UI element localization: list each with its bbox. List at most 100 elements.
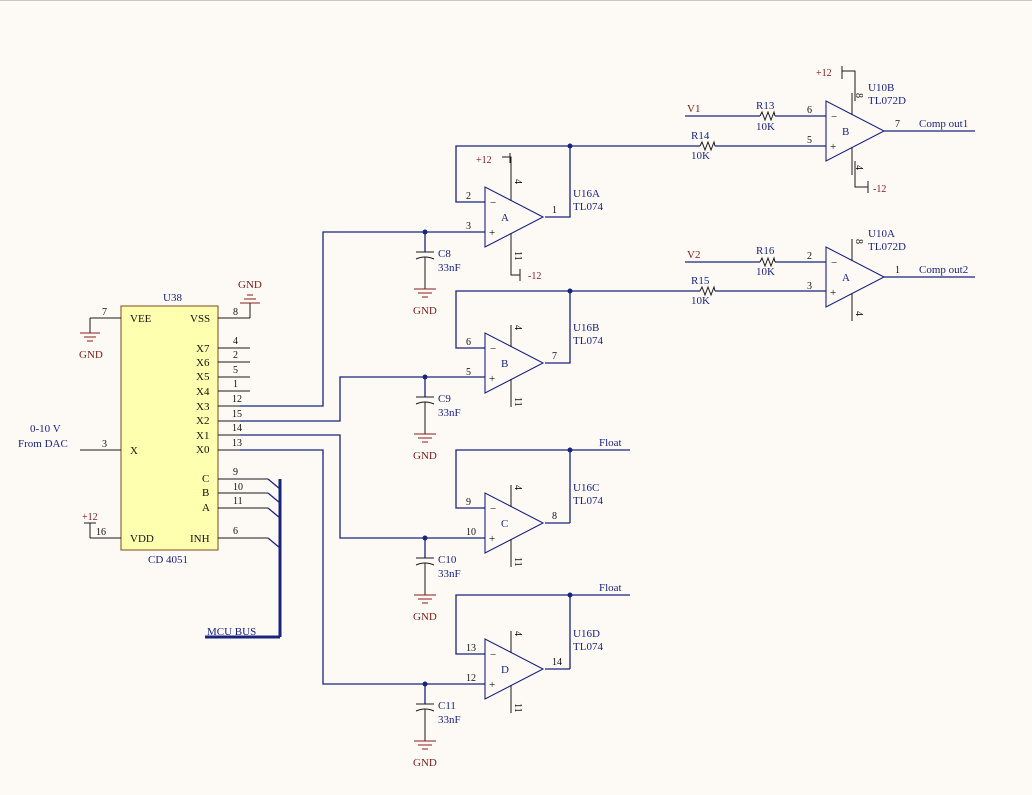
noninv-sign: + xyxy=(830,287,836,299)
resistor-r14[interactable] xyxy=(699,140,716,152)
input-label-2: From DAC xyxy=(18,438,68,450)
pin-supply-top: 4 xyxy=(512,485,523,490)
cap-ref: C9 xyxy=(438,393,451,405)
pin-b: B xyxy=(202,487,209,499)
mux-ref: U38 xyxy=(163,292,182,304)
resistor-r15[interactable] xyxy=(699,285,716,297)
cap-val: 33nF xyxy=(438,407,461,419)
noninv-sign: + xyxy=(489,373,495,385)
inv-sign: − xyxy=(490,197,496,209)
pin-inh: INH xyxy=(190,533,210,545)
r16-val: 10K xyxy=(756,266,775,278)
pin-supply-top: 8 xyxy=(853,239,864,244)
pin-out: 14 xyxy=(552,657,562,668)
capacitor-c10[interactable]: C10 33nF GND xyxy=(413,535,461,624)
opamp-ref: U16B xyxy=(573,322,599,334)
pin-out: 8 xyxy=(552,511,557,522)
r16-ref: R16 xyxy=(756,245,775,257)
pinnum-c: 9 xyxy=(233,467,238,478)
pin-supply-top: 4 xyxy=(512,179,523,184)
opamp-unit: A xyxy=(501,212,509,224)
pin-inv: 2 xyxy=(466,191,471,202)
p12-u16: +12 xyxy=(476,155,492,166)
opamp-unit: C xyxy=(501,518,508,530)
inv-sign: − xyxy=(490,503,496,515)
pinnum-b: 10 xyxy=(233,482,243,493)
v2-label: V2 xyxy=(687,249,700,261)
r14-val: 10K xyxy=(691,150,710,162)
gnd-symbol xyxy=(240,294,260,304)
mcu-bus[interactable]: MCU BUS xyxy=(205,478,282,639)
pinnum-x7: 4 xyxy=(233,336,238,347)
v1-label: V1 xyxy=(687,103,700,115)
gnd-label: GND xyxy=(413,305,437,317)
out2-label: Comp out2 xyxy=(919,264,968,276)
inv-sign: − xyxy=(490,649,496,661)
inv-sign: − xyxy=(831,111,837,123)
mcu-bus-label: MCU BUS xyxy=(207,626,256,638)
r15-val: 10K xyxy=(691,295,710,307)
r13-val: 10K xyxy=(756,121,775,133)
pin-noninv: 5 xyxy=(807,135,812,146)
float-label-1: Float xyxy=(599,437,622,449)
pin-x4: X4 xyxy=(196,386,210,398)
resistor-r16[interactable] xyxy=(759,256,776,268)
opamp-ref: U16A xyxy=(573,188,600,200)
noninv-sign: + xyxy=(489,533,495,545)
pin-vss: VSS xyxy=(190,313,210,325)
p12-label: +12 xyxy=(82,512,98,523)
pin-inv: 6 xyxy=(466,337,471,348)
opamp-part: TL074 xyxy=(573,641,603,653)
gnd-label: GND xyxy=(413,757,437,769)
pin-x6: X6 xyxy=(196,357,210,369)
pin-x7: X7 xyxy=(196,343,210,355)
cap-val: 33nF xyxy=(438,262,461,274)
pin-inv: 9 xyxy=(466,497,471,508)
r15-ref: R15 xyxy=(691,275,710,287)
input-label-1: 0-10 V xyxy=(30,423,61,435)
pin-out: 7 xyxy=(552,351,557,362)
r13-ref: R13 xyxy=(756,100,775,112)
pinnum-x: 3 xyxy=(102,439,107,450)
opamp-part: TL074 xyxy=(573,335,603,347)
out1-label: Comp out1 xyxy=(919,118,968,130)
opamp-unit: D xyxy=(501,664,509,676)
opamp-part: TL072D xyxy=(868,95,906,107)
cap-val: 33nF xyxy=(438,568,461,580)
opamp-part: TL074 xyxy=(573,201,603,213)
pin-x0: X0 xyxy=(196,444,210,456)
pinnum-vee: 7 xyxy=(102,307,107,318)
cap-ref: C11 xyxy=(438,700,456,712)
pin-supply-bot: 11 xyxy=(512,397,523,407)
opamp-part: TL072D xyxy=(868,241,906,253)
gnd-symbol xyxy=(80,332,100,342)
cap-ref: C10 xyxy=(438,554,457,566)
pin-a: A xyxy=(202,502,210,514)
mux-u38[interactable]: U38 CD 4051 VEE X VDD VSS X7 X6 X5 X4 X3… xyxy=(120,292,219,566)
pin-vdd: VDD xyxy=(130,533,154,545)
gnd-label: GND xyxy=(413,450,437,462)
resistor-r13[interactable] xyxy=(759,110,776,122)
pinnum-x2: 15 xyxy=(232,409,242,420)
pin-supply-bot: 4 xyxy=(853,311,864,316)
noninv-sign: + xyxy=(830,141,836,153)
opamp-ref: U16D xyxy=(573,628,600,640)
pinnum-x5: 5 xyxy=(233,365,238,376)
capacitor-c9[interactable]: C9 33nF GND xyxy=(413,374,461,463)
pin-supply-bot: 11 xyxy=(512,251,523,261)
float-label-2: Float xyxy=(599,582,622,594)
opamp-ref: U16C xyxy=(573,482,599,494)
gnd-label: GND xyxy=(413,611,437,623)
pin-x2: X2 xyxy=(196,415,209,427)
m12-u16: -12 xyxy=(528,271,541,282)
gnd-label: GND xyxy=(238,279,262,291)
